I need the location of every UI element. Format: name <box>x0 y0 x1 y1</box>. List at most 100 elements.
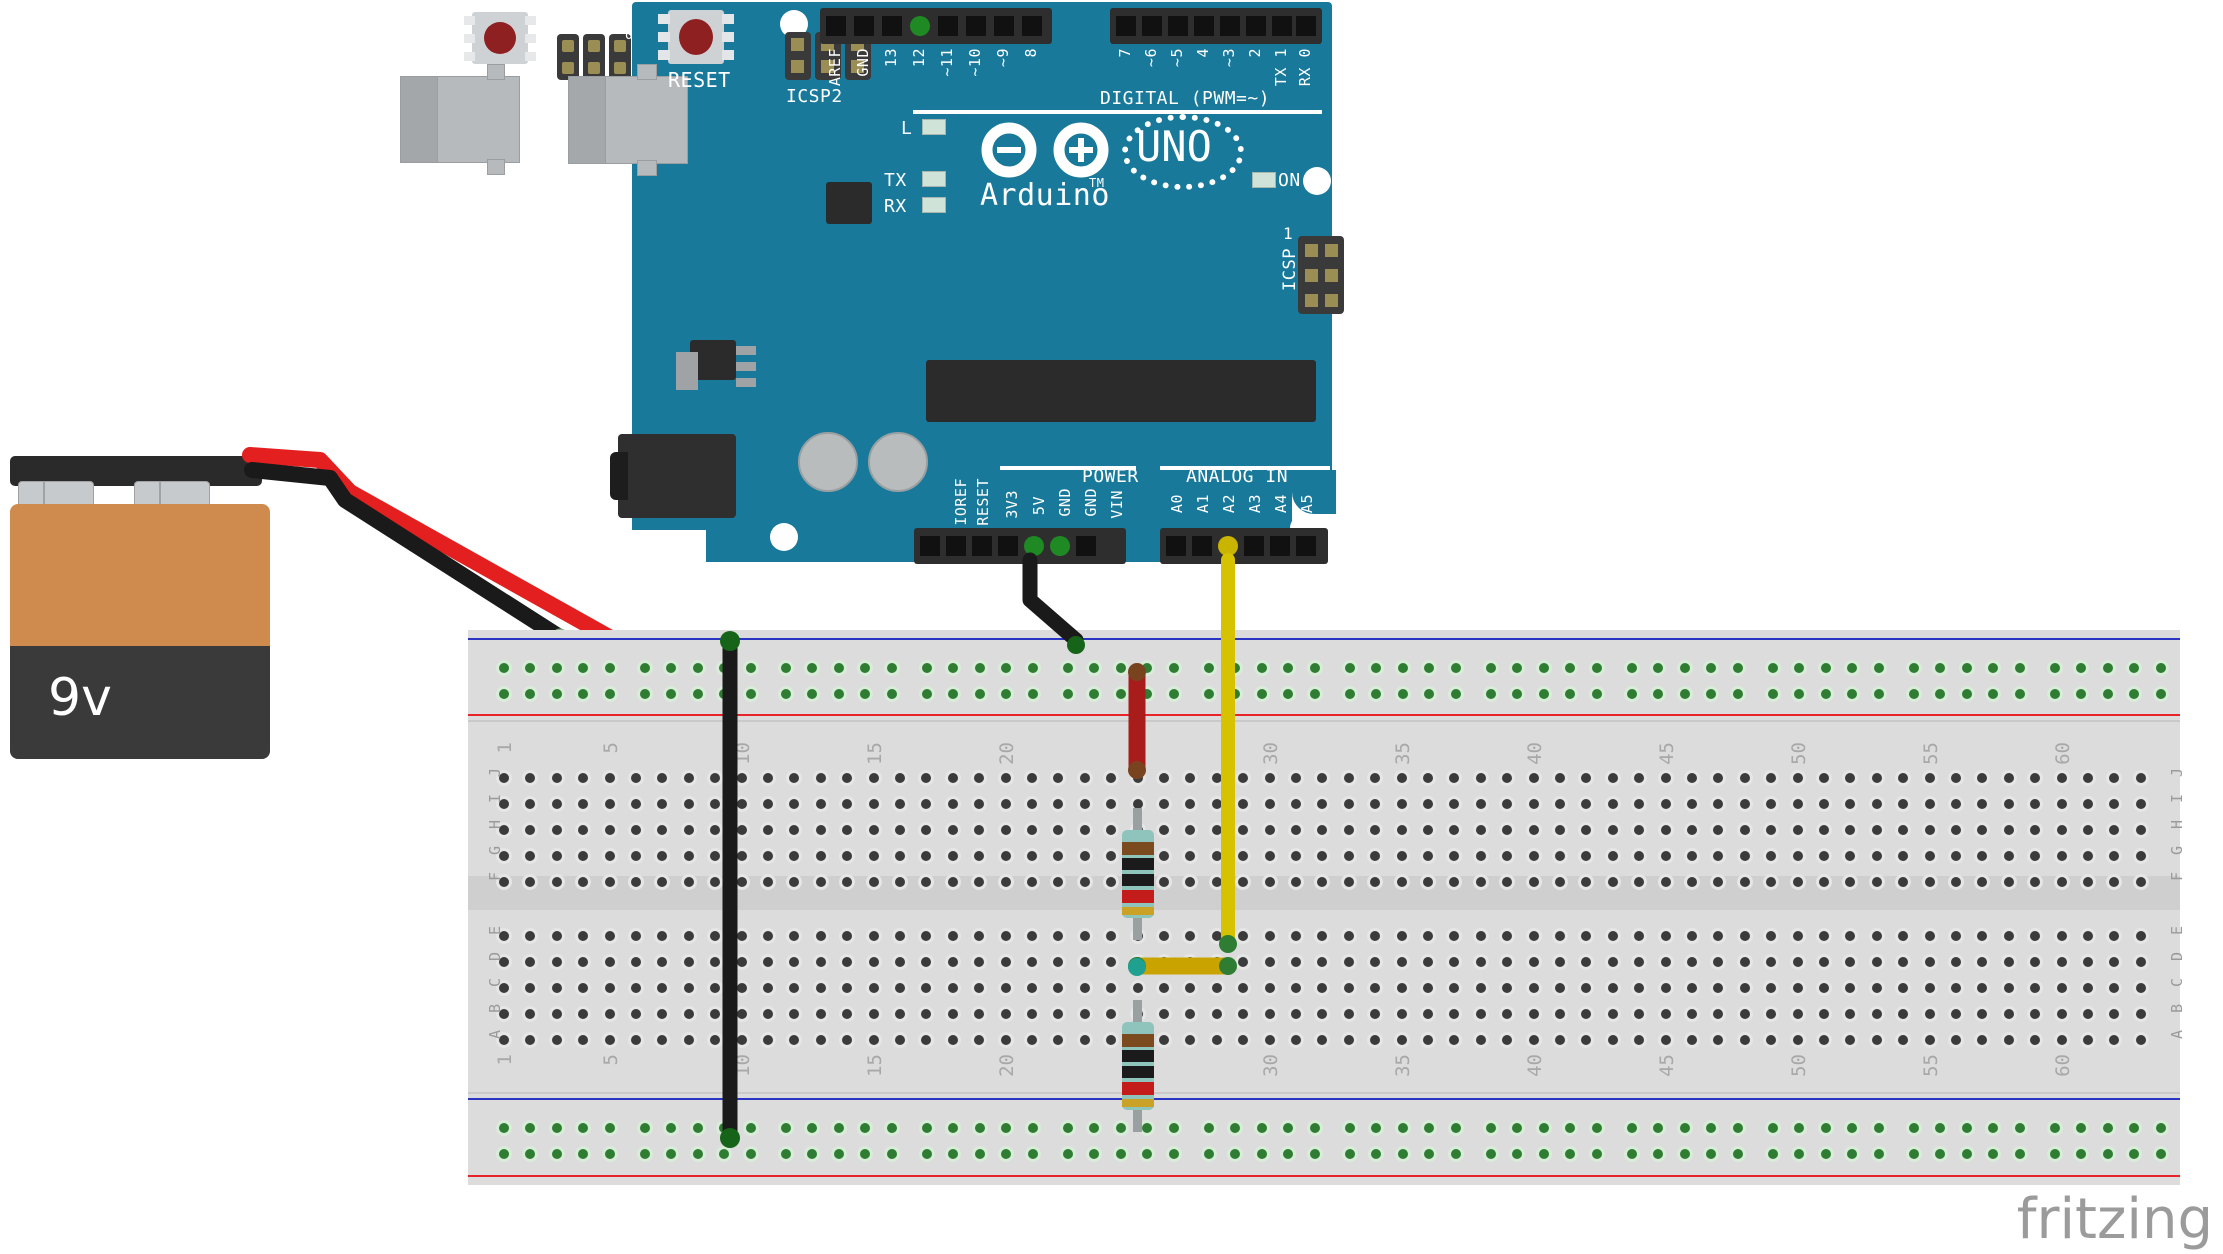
breadboard-hole[interactable] <box>1578 770 1595 786</box>
breadboard-rail-hole[interactable] <box>548 1146 565 1162</box>
breadboard-hole[interactable] <box>654 796 671 812</box>
breadboard-rail-hole[interactable] <box>637 1120 653 1136</box>
digital-header-left[interactable] <box>820 8 1052 44</box>
icsp-header[interactable] <box>1298 236 1344 314</box>
breadboard-rail-hole[interactable] <box>1588 1120 1605 1136</box>
breadboard-rail-hole[interactable] <box>1906 660 1922 676</box>
power-barrel-jack[interactable] <box>618 434 736 518</box>
breadboard-rail-hole[interactable] <box>1932 660 1949 676</box>
breadboard-rail-hole[interactable] <box>601 686 618 702</box>
breadboard-rail-hole[interactable] <box>919 1120 935 1136</box>
breadboard-rail-hole[interactable] <box>1765 1146 1781 1162</box>
header-pin-a3[interactable] <box>1244 536 1264 556</box>
breadboard-hole[interactable] <box>522 796 539 812</box>
breadboard-rail-hole[interactable] <box>2126 660 2143 676</box>
breadboard-rail-hole[interactable] <box>575 1120 592 1136</box>
breadboard-hole[interactable] <box>733 770 750 786</box>
breadboard-rail-hole[interactable] <box>1817 660 1834 676</box>
header-pin[interactable] <box>882 16 902 36</box>
breadboard-rail-hole[interactable] <box>1985 1120 2002 1136</box>
breadboard-rail-hole[interactable] <box>496 1120 512 1136</box>
breadboard-rail-hole[interactable] <box>496 660 512 676</box>
breadboard-rail-hole[interactable] <box>1703 1146 1720 1162</box>
breadboard-rail-hole[interactable] <box>1447 1120 1464 1136</box>
breadboard-rail-hole[interactable] <box>1060 1146 1076 1162</box>
breadboard-hole[interactable] <box>944 770 961 786</box>
breadboard-hole[interactable] <box>2080 770 2096 786</box>
breadboard-rail-hole[interactable] <box>496 686 512 702</box>
breadboard-rail-hole[interactable] <box>1791 686 1808 702</box>
breadboard-hole[interactable] <box>1103 770 1120 786</box>
breadboard-hole[interactable] <box>1657 770 1674 786</box>
breadboard-rail-hole[interactable] <box>1870 686 1887 702</box>
breadboard-hole[interactable] <box>1816 770 1832 786</box>
breadboard-rail-hole[interactable] <box>1086 660 1103 676</box>
breadboard-hole[interactable] <box>496 796 512 812</box>
breadboard-hole[interactable] <box>760 796 776 812</box>
breadboard-rail-hole[interactable] <box>1817 1146 1834 1162</box>
breadboard-rail-hole[interactable] <box>830 660 847 676</box>
header-pin-5v[interactable] <box>998 536 1018 556</box>
breadboard-rail-hole[interactable] <box>1932 1146 1949 1162</box>
breadboard-rail-hole[interactable] <box>2099 1146 2116 1162</box>
breadboard-rail-hole[interactable] <box>522 686 539 702</box>
breadboard-rail-hole[interactable] <box>945 686 962 702</box>
breadboard-rail-hole[interactable] <box>1139 1146 1156 1162</box>
breadboard-rail-hole[interactable] <box>1791 1146 1808 1162</box>
breadboard-hole[interactable] <box>1076 770 1093 786</box>
breadboard-hole[interactable] <box>1895 770 1912 786</box>
breadboard-rail-hole[interactable] <box>1060 686 1076 702</box>
breadboard-rail-hole[interactable] <box>663 1120 680 1136</box>
breadboard-rail-hole[interactable] <box>575 1146 592 1162</box>
breadboard-rail-hole[interactable] <box>2152 1146 2169 1162</box>
breadboard-rail-hole[interactable] <box>1958 660 1975 676</box>
breadboard-rail-hole[interactable] <box>1086 1146 1103 1162</box>
breadboard-hole[interactable] <box>1736 770 1753 786</box>
icsp2-header[interactable] <box>785 32 811 80</box>
breadboard-rail-hole[interactable] <box>2152 660 2169 676</box>
breadboard-rail-hole[interactable] <box>1844 1120 1861 1136</box>
breadboard-hole[interactable] <box>1631 770 1648 786</box>
breadboard-rail-hole[interactable] <box>1676 1146 1693 1162</box>
breadboard-rail-hole[interactable] <box>742 1146 759 1162</box>
header-pin[interactable] <box>938 16 958 36</box>
breadboard-hole[interactable] <box>1974 770 1991 786</box>
breadboard-rail-hole[interactable] <box>1870 1120 1887 1136</box>
breadboard-rail-hole[interactable] <box>548 1120 565 1136</box>
breadboard-rail-hole[interactable] <box>689 660 706 676</box>
breadboard-hole[interactable] <box>2132 770 2149 786</box>
resistor-upper[interactable] <box>1122 808 1154 940</box>
breadboard-rail-hole[interactable] <box>1844 1146 1861 1162</box>
digital-header-right[interactable] <box>1110 8 1322 44</box>
breadboard-rail-hole[interactable] <box>1165 1120 1182 1136</box>
breadboard-hole[interactable] <box>1710 770 1727 786</box>
breadboard-rail-hole[interactable] <box>1421 686 1438 702</box>
breadboard-hole[interactable] <box>892 796 908 812</box>
breadboard-rail-hole[interactable] <box>1624 1146 1640 1162</box>
breadboard-rail-hole[interactable] <box>1165 660 1182 676</box>
header-pin-reset[interactable] <box>946 536 966 556</box>
breadboard-rail-hole[interactable] <box>2011 1120 2028 1136</box>
breadboard-hole[interactable] <box>496 770 512 786</box>
reset-button[interactable] <box>668 10 724 64</box>
header-pin[interactable] <box>966 16 986 36</box>
breadboard-hole[interactable] <box>918 770 935 786</box>
breadboard-rail-hole[interactable] <box>1306 660 1323 676</box>
header-pin-a5[interactable] <box>1296 536 1316 556</box>
breadboard-rail-hole[interactable] <box>883 1146 900 1162</box>
breadboard-rail-hole[interactable] <box>1112 1146 1129 1162</box>
breadboard-rail-hole[interactable] <box>1024 1120 1041 1136</box>
header-pin-gnd-connected[interactable] <box>1024 536 1044 556</box>
header-pin[interactable] <box>1116 16 1136 36</box>
breadboard-rail-hole[interactable] <box>1342 686 1358 702</box>
icsp2-header[interactable] <box>609 34 631 80</box>
breadboard-rail-hole[interactable] <box>857 1146 874 1162</box>
breadboard-rail-hole[interactable] <box>1765 660 1781 676</box>
breadboard-rail-hole[interactable] <box>1483 660 1499 676</box>
breadboard-rail-hole[interactable] <box>2073 1120 2090 1136</box>
header-pin-a2-connected[interactable] <box>1218 536 1238 556</box>
breadboard-hole[interactable] <box>839 796 856 812</box>
breadboard-hole[interactable] <box>733 796 750 812</box>
breadboard-rail-hole[interactable] <box>804 686 821 702</box>
icsp2-header[interactable] <box>583 34 605 80</box>
